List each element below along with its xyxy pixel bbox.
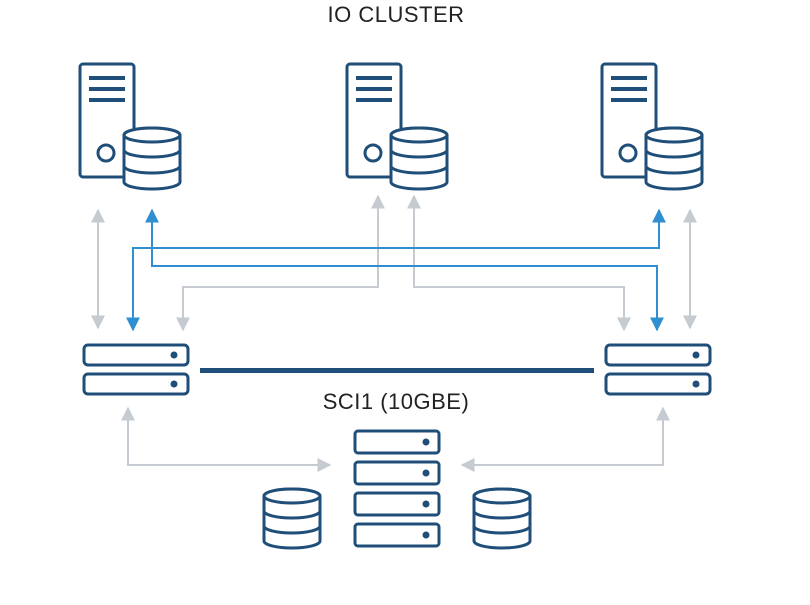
sci1-link-bar — [200, 368, 594, 373]
switch-left — [82, 343, 190, 396]
server-with-database-icon — [345, 62, 449, 191]
gray-connectors — [91, 194, 697, 472]
database-icon — [472, 487, 532, 550]
network-label: SCI1 (10GBE) — [323, 389, 470, 414]
storage-array — [353, 429, 441, 548]
io-server-1 — [78, 62, 182, 191]
server-with-database-icon — [600, 62, 704, 191]
connector-right-switch-storage — [460, 406, 670, 472]
blue-connectors — [126, 208, 666, 332]
connector-right-server-left-switch — [126, 208, 666, 332]
switch-icon — [604, 343, 712, 396]
server-with-database-icon — [78, 62, 182, 191]
io-server-3 — [600, 62, 704, 191]
switch-right — [604, 343, 712, 396]
connector-middle-server-left-switch — [176, 194, 385, 332]
database-icon — [262, 487, 322, 550]
database-left — [262, 487, 322, 550]
connector-left-switch-storage — [121, 406, 332, 472]
switch-icon — [82, 343, 190, 396]
io-server-2 — [345, 62, 449, 191]
connector-left-server-right-switch — [145, 208, 664, 332]
database-right — [472, 487, 532, 550]
connector-middle-server-right-switch — [407, 194, 631, 332]
diagram-title: IO CLUSTER — [327, 2, 464, 27]
storage-array-icon — [353, 429, 441, 548]
